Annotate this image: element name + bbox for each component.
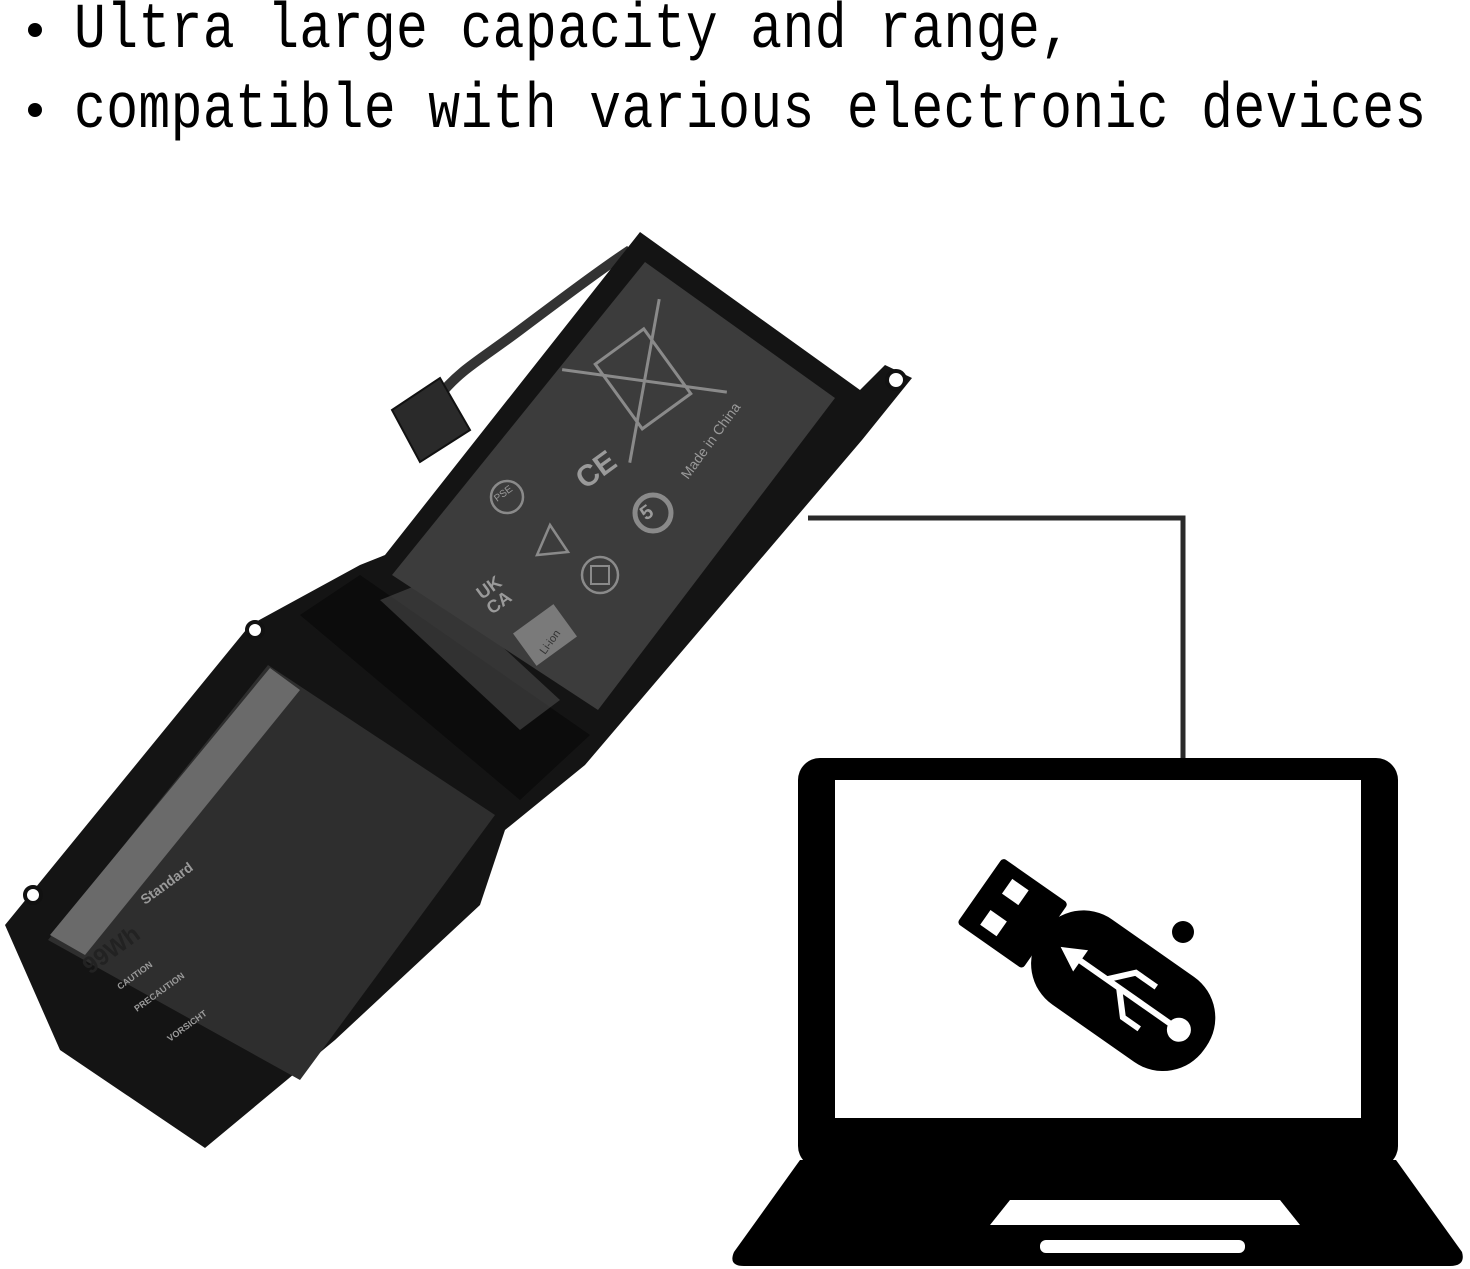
battery-label-panel [392, 262, 835, 710]
mount-tab [245, 620, 265, 640]
li-ion-recycle-badge [513, 604, 577, 666]
connection-dot [1172, 921, 1194, 943]
battery-cable [436, 245, 633, 399]
usb-drive-icon [958, 859, 1216, 1072]
bullet-dot-icon [28, 23, 42, 37]
bullet-text: compatible with various electronic devic… [74, 74, 1427, 146]
mount-tab [885, 369, 907, 391]
battery-label-panel-lower [48, 665, 495, 1080]
usb-symbol-icon [1060, 946, 1191, 1042]
no-disassemble-icon [580, 555, 620, 595]
warning-triangle-icon [535, 522, 571, 557]
mount-tab [23, 885, 43, 905]
laptop-icon [732, 758, 1463, 1266]
glossy-highlight [380, 580, 560, 730]
recycle-bin-crossed-icon [561, 298, 728, 463]
bullet-item: compatible with various electronic devic… [28, 74, 1427, 146]
bullet-item: Ultra large capacity and range, [28, 0, 1072, 66]
battery-connector [390, 376, 472, 464]
battery-image: Made in China CE PSE 5 UK CA Li-ion 99Wh… [5, 232, 912, 1148]
battery-middle [300, 575, 590, 800]
bullet-dot-icon [28, 103, 42, 117]
label-stripe [50, 668, 300, 955]
bullet-text: Ultra large capacity and range, [74, 0, 1073, 66]
